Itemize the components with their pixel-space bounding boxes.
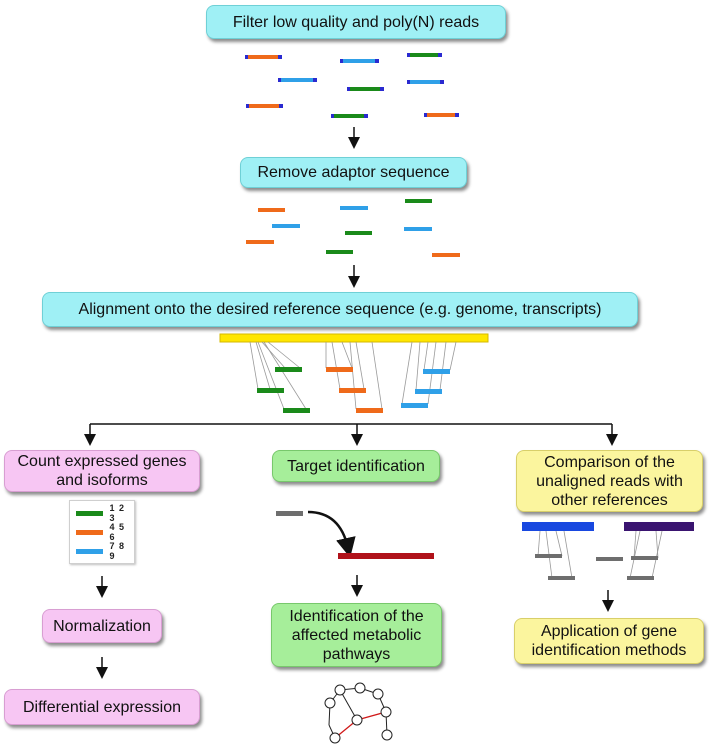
aligned-read [257,388,284,393]
raw-read [331,114,368,118]
aligned-read [415,389,442,394]
expression-count-legend: 1 2 3 4 5 6 7 8 9 [69,500,135,564]
count-genes-label: Count expressed genes and isoforms [17,453,187,489]
network-node [351,714,363,726]
other-reference-bar-blue [522,522,594,531]
differential-expression-label: Differential expression [22,698,181,716]
filter-reads-step: Filter low quality and poly(N) reads [206,5,506,39]
aligned-read [401,403,428,408]
raw-reads-cluster [245,53,459,118]
reference-sequence-bar [219,333,489,343]
network-node [334,684,346,696]
remove-adaptor-label: Remove adaptor sequence [257,164,450,181]
target-identification-label: Target identification [287,457,425,475]
curved-arrow [307,510,356,558]
comparison-label: Comparison of the unaligned reads with o… [536,453,683,509]
raw-read [347,87,384,91]
legend-row: 1 2 3 [76,503,134,523]
aligned-read [275,367,302,372]
aligned-read [326,367,353,372]
legend-label: 4 5 6 [109,522,125,542]
comparison-step: Comparison of the unaligned reads with o… [516,450,703,512]
aligned-read [356,408,383,413]
aligned-read [423,369,450,374]
legend-row: 4 5 6 [76,522,134,542]
unaligned-read [627,576,654,580]
count-genes-step: Count expressed genes and isoforms [4,450,200,492]
trimmed-read [345,231,372,235]
network-node [380,706,392,718]
metabolic-pathways-label: Identification of the affected metabolic… [289,607,424,663]
legend-label: 1 2 3 [109,503,125,523]
legend-swatch-orange [76,529,104,535]
branch-connector [84,423,618,446]
trimmed-read [340,206,368,210]
alignment-illustration [219,333,489,413]
aligned-read [283,408,310,413]
raw-read [246,104,283,108]
gene-identification-methods-step: Application of gene identification metho… [514,618,704,664]
trimmed-read [258,208,285,212]
target-sequence-bar [338,553,434,559]
legend-swatch-green [76,510,104,516]
query-read [276,511,303,516]
network-node [372,688,384,700]
normalization-label: Normalization [53,617,151,635]
trimmed-read [432,253,460,257]
unaligned-read [535,554,562,558]
trimmed-read [404,227,432,231]
other-references-illustration [522,522,694,580]
legend-label: 7 8 9 [109,541,125,561]
filter-reads-label: Filter low quality and poly(N) reads [232,13,480,31]
trimmed-reads-cluster [246,199,460,257]
gene-identification-methods-label: Application of gene identification metho… [531,623,687,659]
trimmed-read [272,224,300,228]
unaligned-read [596,557,623,561]
legend-swatch-blue [76,548,104,554]
raw-read [407,80,444,84]
alignment-step: Alignment onto the desired reference seq… [42,292,638,327]
alignment-connectors [249,341,457,410]
aligned-read [339,388,366,393]
network-node [381,729,393,741]
legend-row: 7 8 9 [76,541,134,561]
differential-expression-step: Differential expression [4,689,200,725]
alignment-label: Alignment onto the desired reference seq… [78,301,602,318]
target-identification-step: Target identification [272,450,440,482]
trimmed-read [405,199,432,203]
raw-read [278,78,317,82]
unaligned-read [631,556,658,560]
normalization-step: Normalization [42,609,162,643]
remove-adaptor-step: Remove adaptor sequence [240,157,467,188]
network-node [354,682,366,694]
trimmed-read [246,240,274,244]
trimmed-read [326,250,353,254]
metabolic-pathways-step: Identification of the affected metabolic… [271,603,442,667]
target-illustration [276,510,434,559]
metabolic-network [324,682,393,744]
raw-read [245,55,282,59]
unaligned-read [548,576,575,580]
raw-read [340,59,379,63]
raw-read [407,53,442,57]
raw-read [424,113,459,117]
other-reference-bar-purple [624,522,694,531]
network-node [329,732,341,744]
network-node [324,697,336,709]
